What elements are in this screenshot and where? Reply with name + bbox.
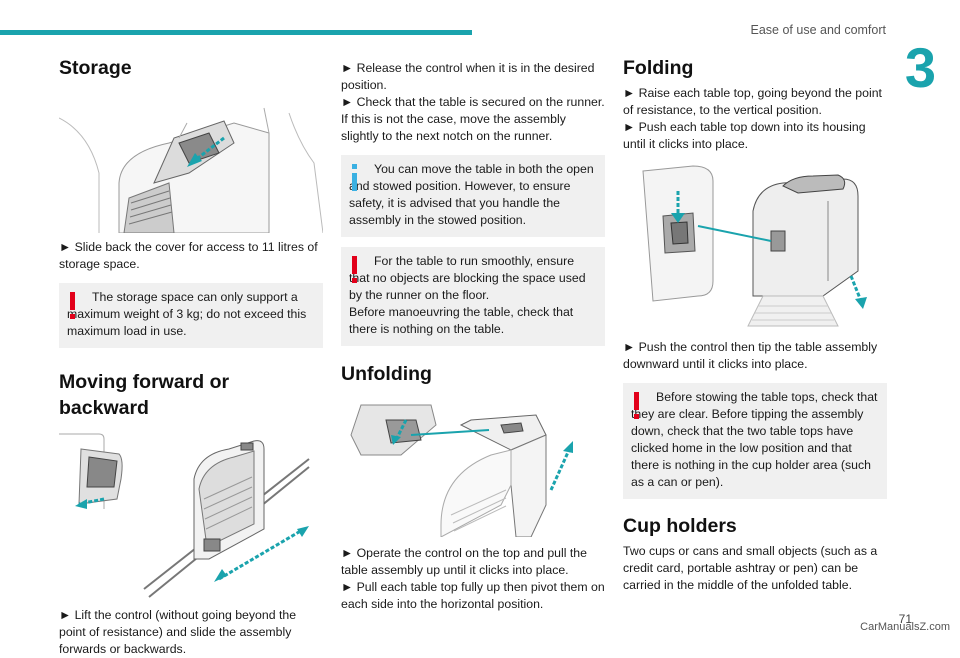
watermark: CarManualsZ.com [860,621,950,633]
moving-step-1: ► Lift the control (without going beyond… [59,608,297,656]
folding-step-1: ► Raise each table top, going beyond the… [623,86,882,117]
figure-storage [58,83,324,234]
folding-warning-text: Before stowing the table tops, check tha… [631,390,878,489]
warning-icon [634,392,639,419]
heading-storage: Storage [59,57,132,79]
folding-step-2: ► Push each table top down into its hous… [623,120,866,151]
storage-step-1: ► Slide back the cover for access to 11 … [59,240,318,271]
heading-cup-holders: Cup holders [623,515,737,537]
figure-moving [59,429,323,599]
column-2: ► Release the control when it is in the … [341,60,605,613]
column-1: Storage ► Slide back the cover for acces… [58,55,324,658]
storage-warning: The storage space can only support a max… [59,283,323,348]
column-3: Folding ► Raise each table top, going be… [623,55,887,594]
page-number: 71 [898,612,912,626]
unfolding-illustration [350,404,573,538]
runner-warning: For the table to run smoothly, ensure th… [341,247,605,346]
figure-folding [623,161,887,331]
folding-warning: Before stowing the table tops, check tha… [623,383,887,499]
info-icon [352,164,357,191]
release-step: ► Release the control when it is in the … [341,61,595,92]
runner-warning-text: For the table to run smoothly, ensure th… [349,254,586,302]
warning-icon [352,256,357,283]
warning-icon [70,292,75,319]
folding-illustration [642,165,867,327]
check-step: ► Check that the table is secured on the… [341,95,605,143]
moving-illustration [59,433,310,598]
figure-unfolding [341,395,605,538]
cup-holders-text: Two cups or cans and small objects (such… [623,544,878,592]
storage-warning-text: The storage space can only support a max… [67,290,307,338]
section-title: Ease of use and comfort [750,23,887,37]
header-accent-bar [0,30,472,35]
unfolding-step-1: ► Operate the control on the top and pul… [341,546,587,577]
unfolding-step-2: ► Pull each table top fully up then pivo… [341,580,605,611]
runner-warning-text-2: Before manoeuvring the table, check that… [349,305,574,336]
heading-folding: Folding [623,57,694,79]
info-box: You can move the table in both the open … [341,155,605,237]
folding-step-3: ► Push the control then tip the table as… [623,340,878,371]
chapter-number: 3 [904,36,936,99]
heading-moving: Moving forward or backward [59,371,230,419]
storage-illustration [58,107,324,234]
info-text: You can move the table in both the open … [349,162,594,227]
heading-unfolding: Unfolding [341,363,432,385]
